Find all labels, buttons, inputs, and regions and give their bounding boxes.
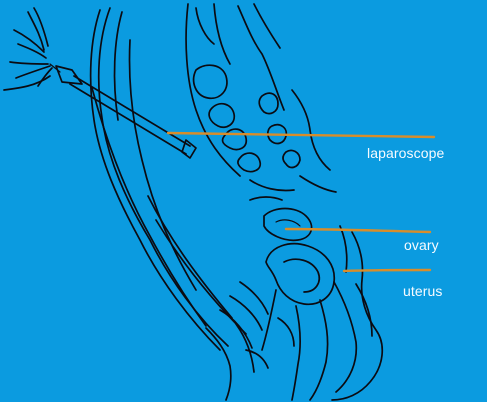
ovary-shape	[250, 197, 312, 240]
uterus-shape	[206, 226, 382, 400]
ovary-label: ovary	[404, 237, 439, 253]
grasper-jaws	[4, 8, 60, 90]
laparoscope-instrument	[56, 66, 196, 158]
laparoscope-label: laparoscope	[367, 145, 444, 161]
ovary-leader-line	[286, 229, 430, 232]
uterus-leader-line	[344, 270, 430, 271]
uterus-label: uterus	[403, 283, 443, 299]
abdominal-wall	[91, 8, 246, 350]
spine	[186, 4, 336, 192]
